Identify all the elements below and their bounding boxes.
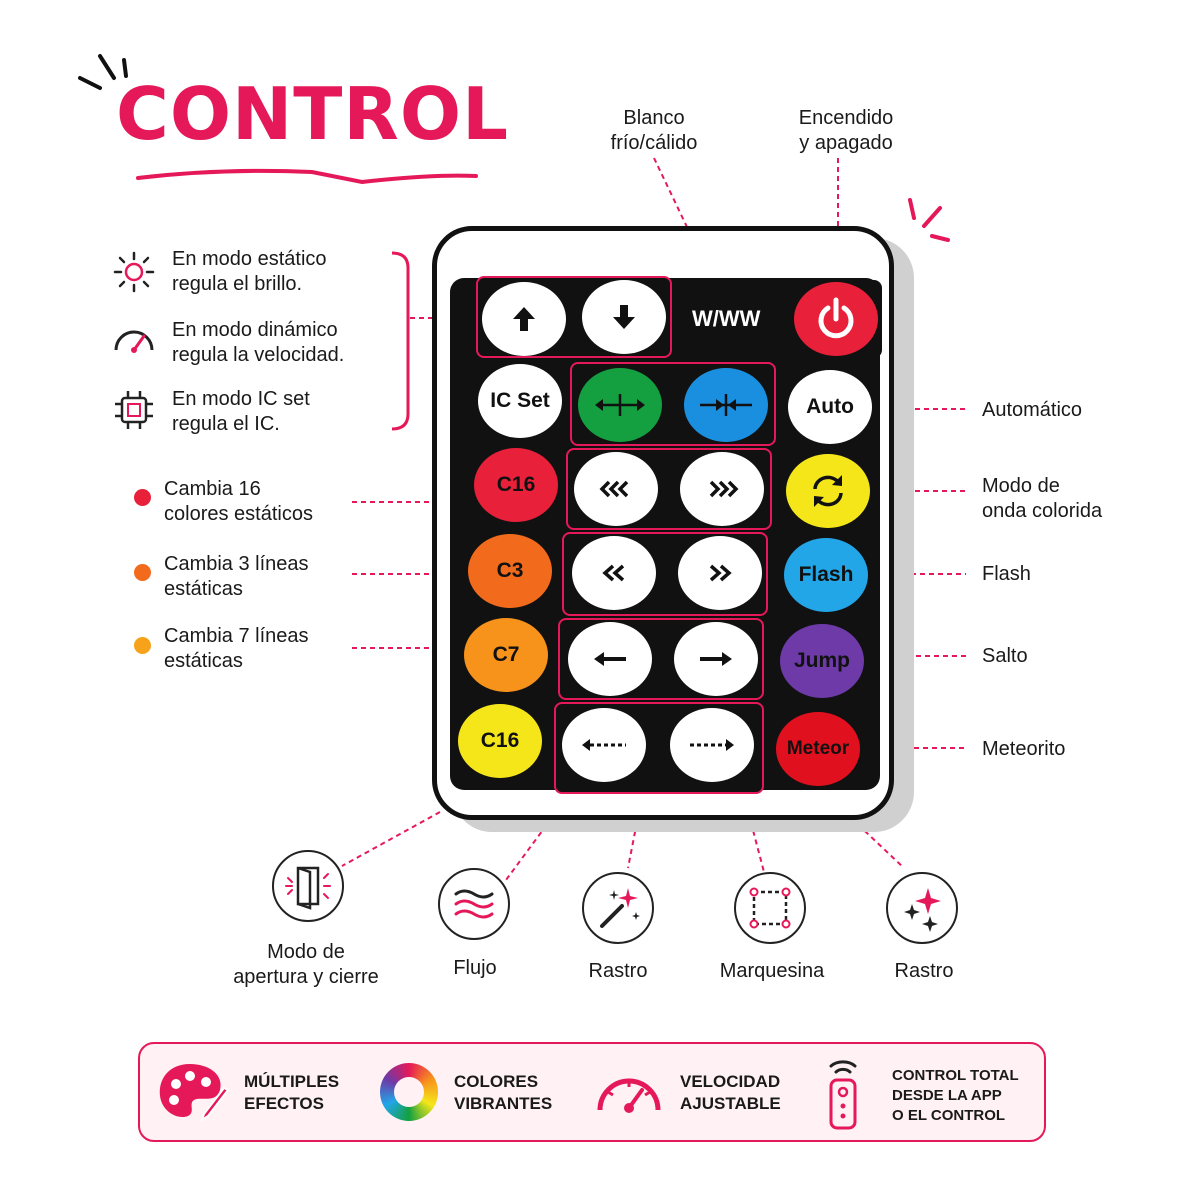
arrow-down-icon <box>613 305 635 329</box>
feature-multiple-effects: MÚLTIPLES EFECTOS <box>244 1072 340 1113</box>
power-icon <box>818 297 854 339</box>
label-marquee: Marquesina <box>719 960 825 982</box>
sparkle-lines-icon <box>78 54 128 90</box>
label-ic: En modo IC set regula el IC. <box>172 388 310 435</box>
flow-icon <box>438 868 510 940</box>
triple-chevron-right-icon <box>709 480 739 498</box>
feature-adjustable-speed: VELOCIDAD AJUSTABLE <box>680 1072 781 1113</box>
marquee-icon <box>734 872 806 944</box>
trail-right-button[interactable] <box>678 536 762 610</box>
label-c3-static: Cambia 3 líneas estáticas <box>164 553 309 600</box>
collapse-arrows-icon <box>700 394 752 416</box>
trail2-right-button[interactable] <box>670 708 754 782</box>
label-trail: Rastro <box>588 960 648 982</box>
auto-button[interactable]: Auto <box>788 370 872 444</box>
trail-left-button[interactable] <box>572 536 656 610</box>
dot-orange <box>134 564 151 581</box>
power-button[interactable] <box>794 282 878 356</box>
meteor-button[interactable]: Meteor <box>776 712 860 786</box>
chip-icon <box>115 391 153 429</box>
label-power: Encendido y apagado <box>798 107 894 154</box>
c3-button[interactable]: C3 <box>468 534 552 608</box>
gauge-icon <box>597 1078 661 1113</box>
bracket <box>391 251 410 431</box>
sparkle-lines-icon <box>908 198 950 242</box>
label-jump: Salto <box>982 645 1028 667</box>
c16-yellow-button[interactable]: C16 <box>458 704 542 778</box>
label-auto: Automático <box>982 399 1083 421</box>
label-open-close-mode: Modo de apertura y cierre <box>233 941 379 988</box>
features-bar <box>138 1042 1046 1142</box>
jump-button[interactable]: Jump <box>780 624 864 698</box>
ww-button[interactable]: W/WW <box>692 306 761 331</box>
label-brightness: En modo estático regula el brillo. <box>172 248 327 295</box>
arrow-left-icon <box>594 652 626 666</box>
magic-wand-icon <box>582 872 654 944</box>
expand-arrows-icon <box>595 394 645 416</box>
sun-icon <box>113 251 155 293</box>
brightness-up-button[interactable] <box>482 282 566 356</box>
ic-set-button[interactable]: IC Set <box>478 364 562 438</box>
marquee-right-button[interactable] <box>674 622 758 696</box>
dotted-arrow-right-icon <box>690 739 734 751</box>
label-color-wave: Modo de onda colorida <box>982 475 1103 522</box>
flow-right-button[interactable] <box>680 452 764 526</box>
brightness-down-button[interactable] <box>582 280 666 354</box>
dotted-arrow-left-icon <box>582 739 626 751</box>
flash-button[interactable]: Flash <box>784 538 868 612</box>
arrow-right-icon <box>700 652 732 666</box>
trail2-left-button[interactable] <box>562 708 646 782</box>
dot-amber <box>134 637 151 654</box>
refresh-icon <box>813 475 843 507</box>
double-chevron-left-icon <box>602 564 625 582</box>
speedometer-icon <box>114 330 154 353</box>
c16-red-button[interactable]: C16 <box>474 448 558 522</box>
dot-red <box>134 489 151 506</box>
c7-button[interactable]: C7 <box>464 618 548 692</box>
feature-vibrant-colors: COLORES VIBRANTES <box>454 1072 553 1113</box>
color-wave-button[interactable] <box>786 454 870 528</box>
title-underline <box>136 168 478 185</box>
color-wheel-icon <box>380 1063 438 1121</box>
label-white-warm: Blanco frío/cálido <box>610 107 698 154</box>
label-trail-2: Rastro <box>894 960 954 982</box>
page-title: CONTROL <box>116 72 509 156</box>
close-button[interactable] <box>684 368 768 442</box>
marquee-left-button[interactable] <box>568 622 652 696</box>
label-flash: Flash <box>982 563 1031 585</box>
open-close-mode-icon <box>272 850 344 922</box>
sparkles-icon <box>886 872 958 944</box>
label-meteor: Meteorito <box>982 738 1066 760</box>
double-chevron-right-icon <box>709 564 732 582</box>
open-button[interactable] <box>578 368 662 442</box>
triple-chevron-left-icon <box>599 480 629 498</box>
flow-left-button[interactable] <box>574 452 658 526</box>
feature-full-control: CONTROL TOTAL DESDE LA APP O EL CONTROL <box>892 1067 1019 1124</box>
arrow-up-icon <box>513 307 535 331</box>
label-c7-static: Cambia 7 líneas estáticas <box>164 625 309 672</box>
remote-icon <box>829 1060 857 1130</box>
label-flow: Flujo <box>453 957 497 979</box>
palette-icon <box>159 1064 230 1123</box>
label-c16-static: Cambia 16 colores estáticos <box>164 478 313 525</box>
label-speed: En modo dinámico regula la velocidad. <box>172 319 345 366</box>
